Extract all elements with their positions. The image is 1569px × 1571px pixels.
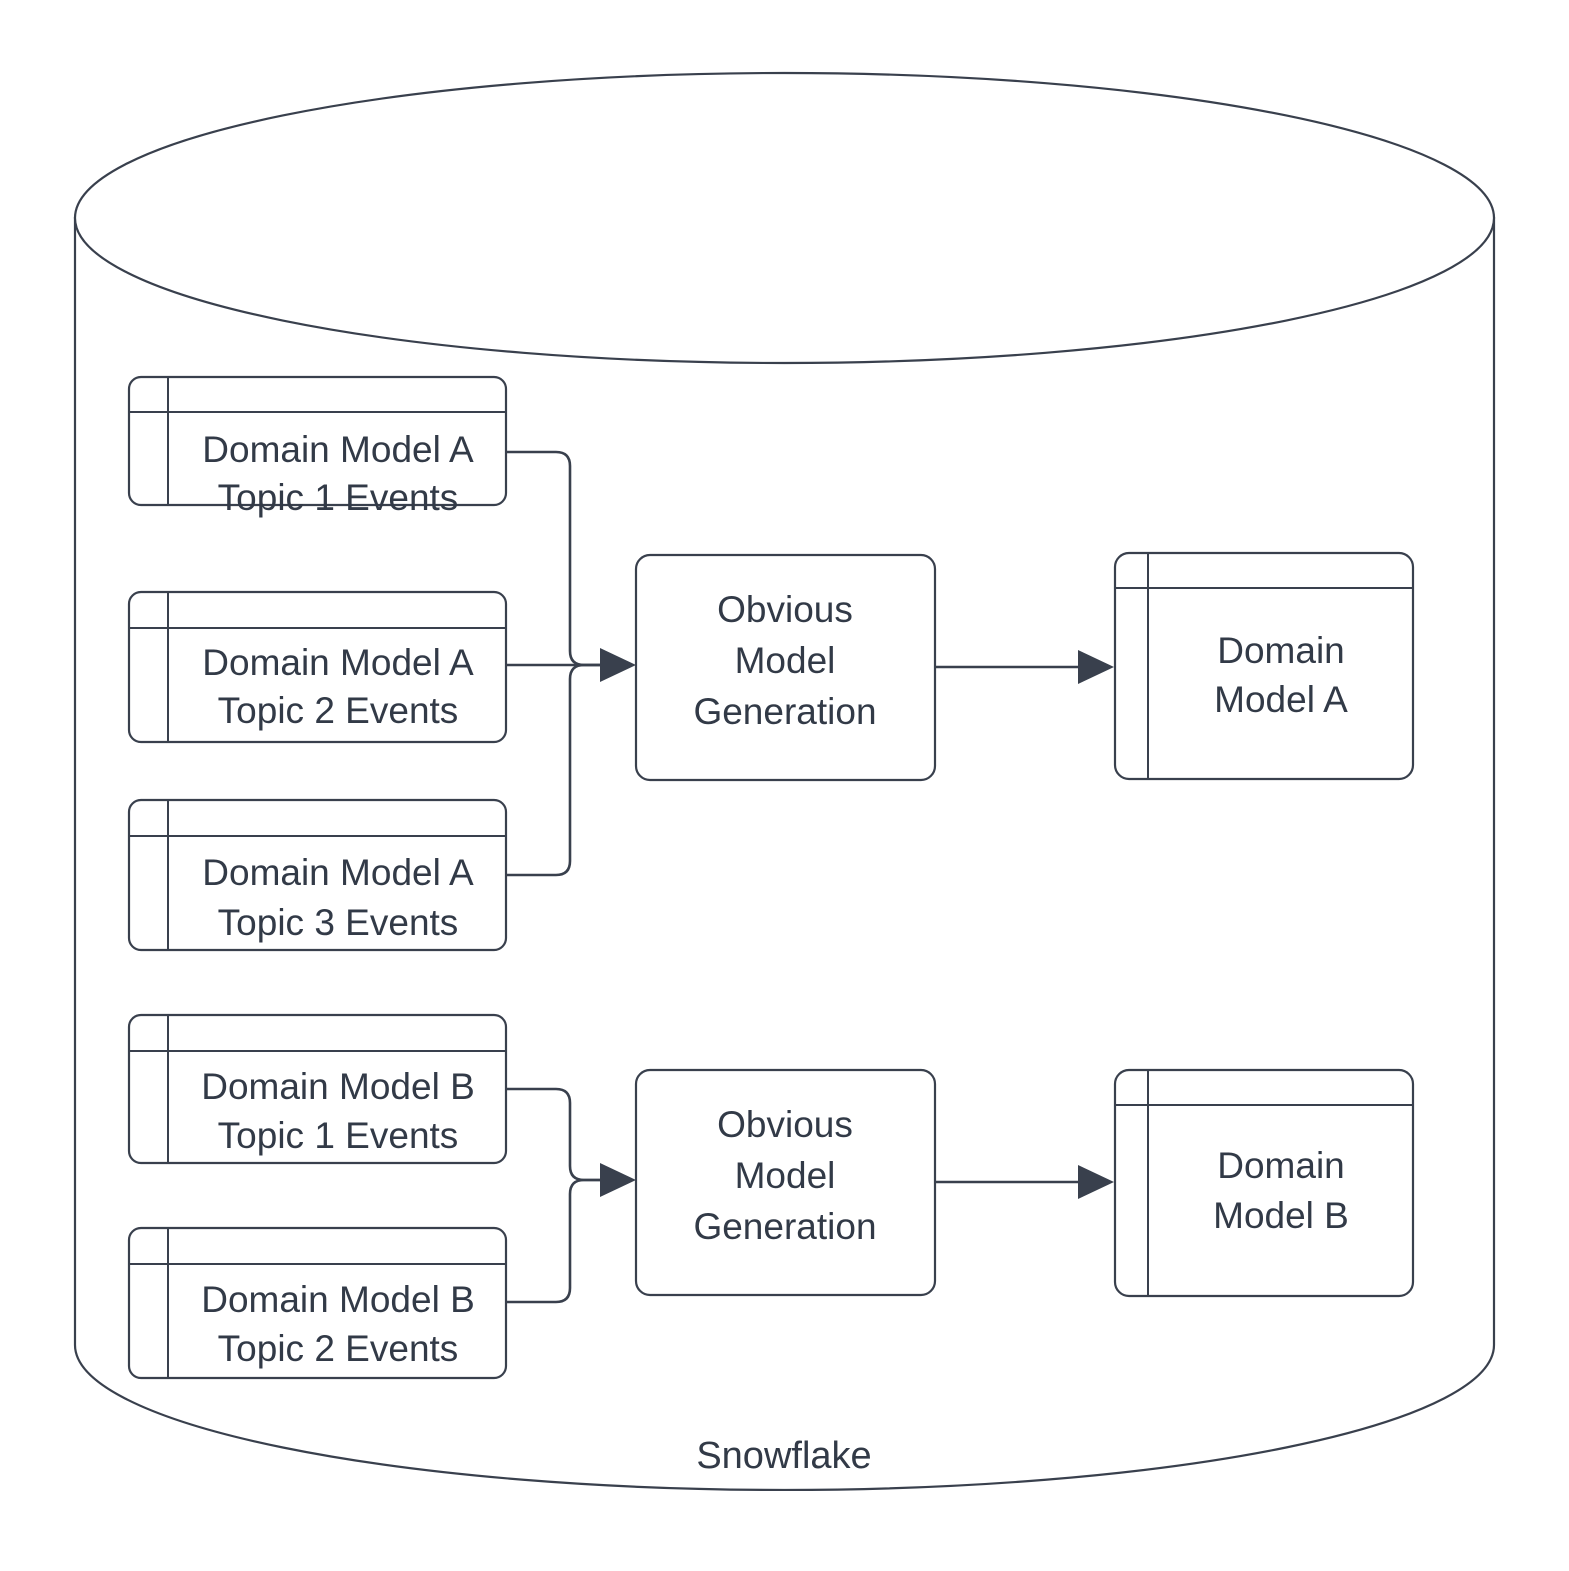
process-a-line2: Model [735, 640, 836, 681]
table-outline [127, 375, 508, 507]
connector-process-a-to-output-a [936, 650, 1114, 684]
connector-a3-to-process [506, 663, 600, 877]
output-b-line2: Model B [1213, 1195, 1349, 1236]
process-b-line1: Obvious [717, 1104, 853, 1145]
source-table-b1[interactable]: Domain Model B Topic 1 Events [127, 1013, 508, 1165]
process-a-line3: Generation [693, 691, 876, 732]
source-table-a1[interactable]: Domain Model A Topic 1 Events [127, 375, 508, 518]
source-table-b2-line2: Topic 2 Events [218, 1328, 459, 1369]
output-b-line1: Domain [1217, 1145, 1345, 1186]
source-table-a3-line1: Domain Model A [202, 852, 474, 893]
connectors-group-b [506, 1087, 636, 1304]
source-table-a3-line2: Topic 3 Events [218, 902, 459, 943]
table-outline [1113, 551, 1415, 781]
process-outline [634, 553, 937, 782]
source-table-b1-line2: Topic 1 Events [218, 1115, 459, 1156]
process-a-line1: Obvious [717, 589, 853, 630]
process-box-b[interactable]: Obvious Model Generation [634, 1068, 937, 1297]
source-table-a2[interactable]: Domain Model A Topic 2 Events [127, 590, 508, 744]
source-table-a3[interactable]: Domain Model A Topic 3 Events [127, 798, 508, 952]
process-outline [634, 1068, 937, 1297]
source-table-b1-line1: Domain Model B [201, 1066, 475, 1107]
cylinder-top-ellipse [73, 71, 1496, 365]
source-table-a1-line2: Topic 1 Events [218, 477, 459, 518]
table-outline [127, 590, 508, 744]
table-outline [1113, 1068, 1415, 1298]
connector-b2-to-process [506, 1178, 600, 1304]
source-table-a2-line1: Domain Model A [202, 642, 474, 683]
source-table-b2-line1: Domain Model B [201, 1279, 475, 1320]
connectors-group-a [506, 450, 636, 877]
source-table-a2-line2: Topic 2 Events [218, 690, 459, 731]
arrowhead-into-output-b [1078, 1165, 1114, 1199]
arrowhead-into-process-a [600, 648, 636, 682]
process-box-a[interactable]: Obvious Model Generation [634, 553, 937, 782]
cylinder-label: Snowflake [696, 1435, 871, 1477]
connector-b1-to-process [506, 1087, 600, 1182]
output-a-line1: Domain [1217, 630, 1345, 671]
arrowhead-into-output-a [1078, 650, 1114, 684]
process-b-line2: Model [735, 1155, 836, 1196]
process-b-line3: Generation [693, 1206, 876, 1247]
source-table-b2[interactable]: Domain Model B Topic 2 Events [127, 1226, 508, 1380]
output-table-a[interactable]: Domain Model A [1113, 551, 1415, 781]
source-table-a1-line1: Domain Model A [202, 429, 474, 470]
output-table-b[interactable]: Domain Model B [1113, 1068, 1415, 1298]
arrowhead-into-process-b [600, 1163, 636, 1197]
connector-process-b-to-output-b [936, 1165, 1114, 1199]
output-a-line2: Model A [1214, 679, 1348, 720]
